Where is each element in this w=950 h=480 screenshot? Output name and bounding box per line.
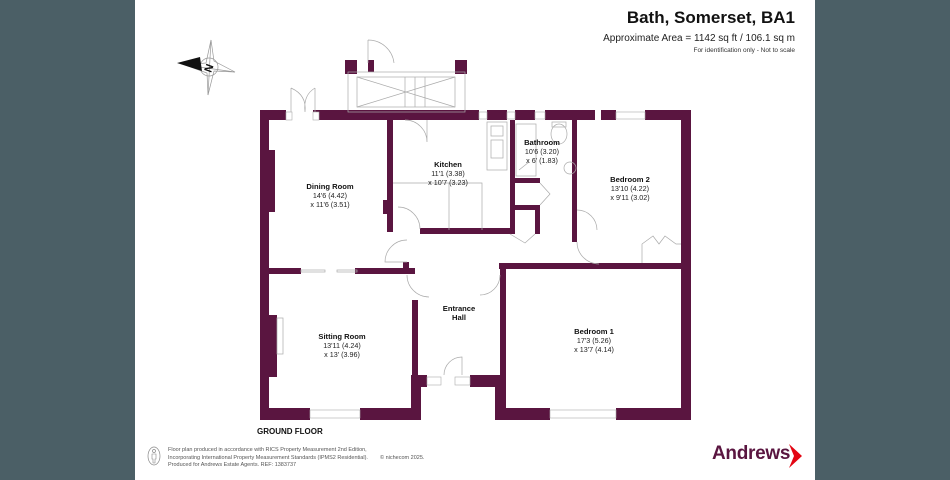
room-label-dining-room: Dining Room 14'6 (4.42) x 11'6 (3.51) (306, 182, 354, 209)
rics-disclaimer: Floor plan produced in accordance with R… (168, 447, 368, 468)
svg-text:N: N (203, 62, 217, 74)
floor-plan-drawing: .w { fill:#5a1540; } .ln { stroke:#aaa; … (260, 39, 691, 420)
north-compass-icon: N (177, 39, 236, 96)
scale-note: For identification only - Not to scale (693, 47, 795, 54)
person-icon (147, 446, 161, 466)
room-label-bedroom-2: Bedroom 2 13'10 (4.22) x 9'11 (3.02) (610, 175, 650, 202)
property-title: Bath, Somerset, BA1 (626, 8, 795, 27)
approximate-area: Approximate Area = 1142 sq ft / 106.1 sq… (603, 33, 795, 44)
room-label-sitting-room: Sitting Room 13'11 (4.24) x 13' (3.96) (318, 332, 366, 359)
room-label-bathroom: Bathroom 10'6 (3.20) x 6' (1.83) (524, 138, 560, 165)
copyright: © nichecom 2025. (380, 455, 425, 461)
room-label-kitchen: Kitchen 11'1 (3.38) x 10'7 (3.23) (428, 160, 468, 187)
chevron-right-icon (789, 444, 802, 468)
room-label-bedroom-1: Bedroom 1 17'3 (5.26) x 13'7 (4.14) (574, 327, 614, 354)
floor-label: GROUND FLOOR (257, 427, 323, 436)
brand-logo-text: Andrews (712, 443, 791, 464)
room-label-entrance-hall: Entrance Hall (442, 304, 476, 322)
floor-plan-page: Bath, Somerset, BA1 Approximate Area = 1… (135, 0, 815, 480)
